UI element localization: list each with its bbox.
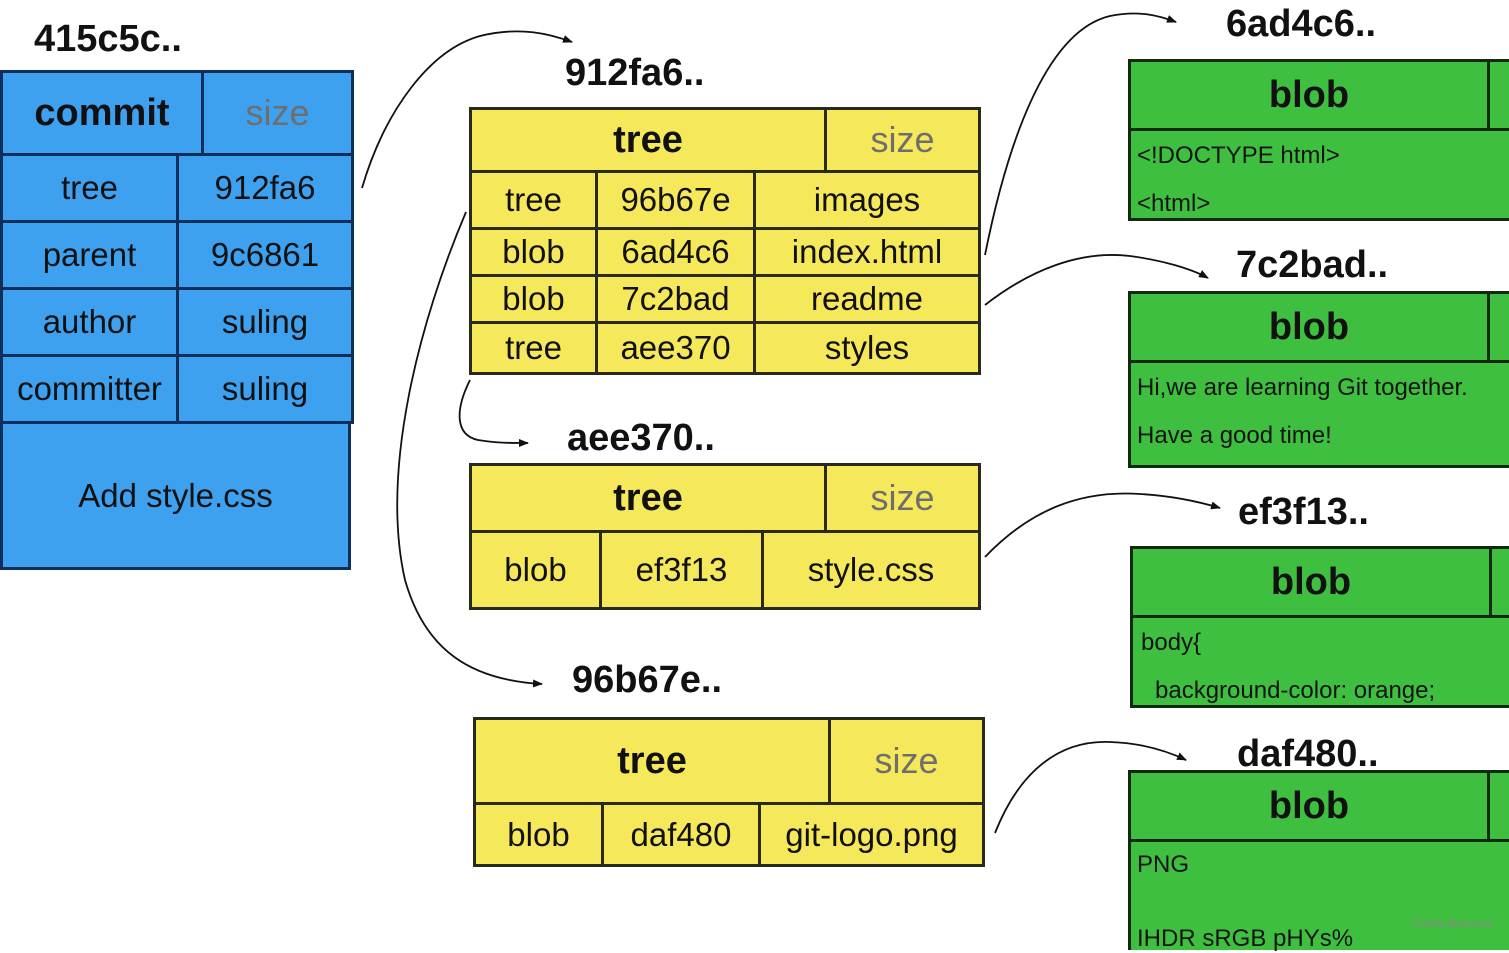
watermark: CSDN @Azxcc0 <box>1412 918 1493 930</box>
arrow-commit-to-tree <box>362 31 572 188</box>
arrow-tree-to-aee370 <box>460 380 528 443</box>
arrow-tree-to-ef3f13 <box>985 494 1220 557</box>
arrow-tree-to-6ad4c6 <box>985 14 1176 255</box>
arrow-tree-to-7c2bad <box>985 255 1208 305</box>
arrow-tree-to-96b67e <box>397 212 542 684</box>
arrow-tree-to-daf480 <box>995 742 1186 833</box>
